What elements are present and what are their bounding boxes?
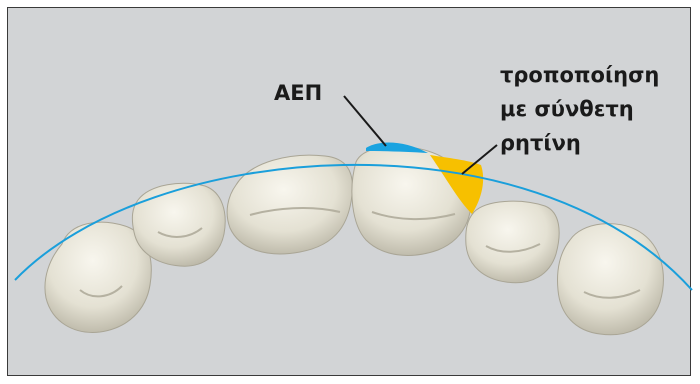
tooth-premolar-right [466,201,559,283]
composite-label-line-3: ρητίνη [500,131,581,155]
composite-label-line-1: τροποποίηση [500,63,659,87]
aep-leader-line [344,96,386,146]
aep-label: ΑΕΠ [274,81,322,105]
tooth-lateral-incisor-left [227,155,352,254]
tooth-molar-right [558,224,664,335]
tooth-premolar-left [132,183,225,266]
composite-label-line-2: με σύνθετη [500,97,634,121]
teeth-group [45,146,663,335]
tooth-molar-left [45,222,151,332]
